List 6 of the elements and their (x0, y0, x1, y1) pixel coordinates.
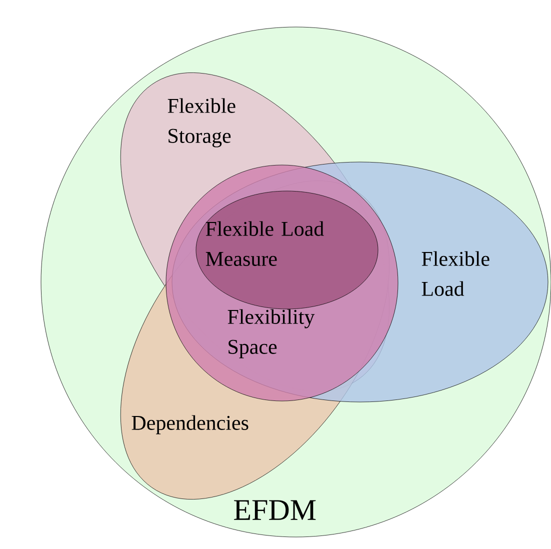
region-label: Flexibility Space (228, 309, 315, 358)
region-label: Flexible Load Measure (206, 221, 324, 266)
region-label: EFDM (234, 500, 316, 520)
region-label: Dependencies (132, 415, 248, 434)
region-label: Flexible Storage (168, 98, 236, 148)
region-label: Flexible Load (422, 251, 490, 296)
